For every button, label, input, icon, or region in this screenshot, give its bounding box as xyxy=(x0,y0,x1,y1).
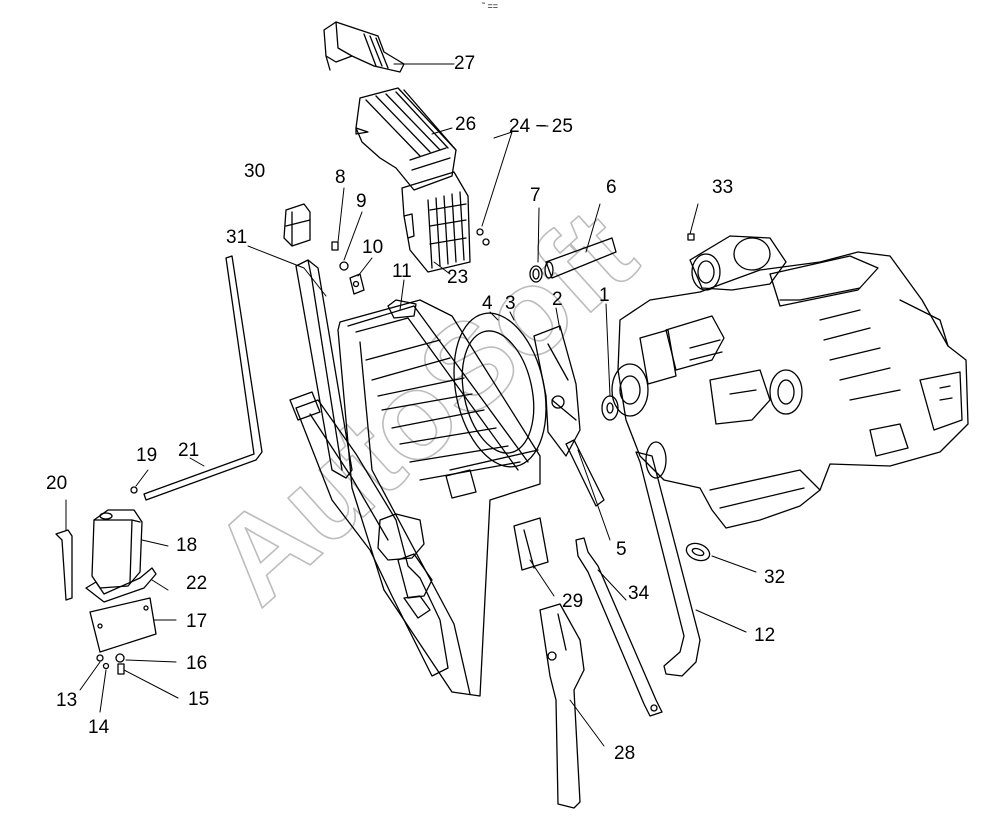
part-19-plug xyxy=(130,486,138,494)
part-28-arm xyxy=(539,603,585,809)
callout-27: 27 xyxy=(454,53,476,74)
callout-13: 13 xyxy=(56,690,78,711)
callout-29: 29 xyxy=(562,591,584,612)
callout-23: 23 xyxy=(447,267,469,288)
callout-31: 31 xyxy=(226,227,248,248)
part-2-fan xyxy=(533,325,581,457)
callout-20: 20 xyxy=(46,473,68,494)
callout-26: 26 xyxy=(455,114,477,135)
part-5-rod xyxy=(565,439,605,507)
callout-11: 11 xyxy=(392,261,412,282)
callout-28: 28 xyxy=(614,743,636,764)
part-34-strut xyxy=(575,537,663,717)
part-24-25-bolt xyxy=(476,228,490,246)
callout-16: 16 xyxy=(186,653,208,674)
part-26-shroud-upper xyxy=(355,87,457,191)
watermark-text: AutoSoft xyxy=(186,184,660,630)
part-12-hose xyxy=(635,451,701,677)
part-6-hose xyxy=(544,237,617,279)
callout-32: 32 xyxy=(764,567,786,588)
callout-2: 2 xyxy=(552,289,563,310)
part-23-shroud-lower xyxy=(401,171,471,273)
part-31-upright xyxy=(289,259,353,479)
part-11-radiator xyxy=(337,299,541,697)
callout-4: 4 xyxy=(482,293,493,314)
callout-15: 15 xyxy=(188,689,210,710)
callout-18: 18 xyxy=(176,535,198,556)
part-22-bracket xyxy=(85,567,157,603)
callout-17: 17 xyxy=(186,611,208,632)
part-18-tank xyxy=(91,509,143,589)
callout-8: 8 xyxy=(335,167,346,188)
part-27-bracket xyxy=(323,21,405,73)
callout-34: 34 xyxy=(628,583,650,604)
callout-14: 14 xyxy=(88,717,110,738)
callout-21: 21 xyxy=(178,440,200,461)
part-30-pad xyxy=(283,203,311,247)
callout-30: 30 xyxy=(244,161,266,182)
callout-10: 10 xyxy=(362,237,384,258)
callout-22: 22 xyxy=(186,573,208,594)
callout-9: 9 xyxy=(356,191,367,212)
intercooler xyxy=(295,399,449,677)
callout-6: 6 xyxy=(606,177,617,198)
part-17-plate xyxy=(89,597,157,653)
callout-3: 3 xyxy=(505,293,516,314)
part-8-9-10-fasteners xyxy=(331,241,365,295)
callout-12: 12 xyxy=(754,625,776,646)
watermark: AutoSoft xyxy=(186,183,661,630)
part-7-clamp xyxy=(529,265,543,283)
callout-33: 33 xyxy=(712,177,734,198)
callout-19: 19 xyxy=(136,445,158,466)
top-mark: ˜ == xyxy=(482,1,499,11)
callout-1: 1 xyxy=(599,285,610,306)
part-1-pulley xyxy=(601,395,619,421)
part-20-rod xyxy=(55,529,73,601)
callout-7: 7 xyxy=(530,185,541,206)
parts-13-16-fasteners xyxy=(96,653,125,675)
part-29-pad xyxy=(513,517,549,571)
part-21-tube xyxy=(143,255,263,501)
part-32-clamp xyxy=(685,542,711,562)
engine-block xyxy=(611,235,969,529)
callout-24-25: 24 − 25 xyxy=(509,116,573,137)
callout-5: 5 xyxy=(616,539,627,560)
leader-lines xyxy=(65,63,757,747)
part-33-bolt xyxy=(687,233,695,241)
